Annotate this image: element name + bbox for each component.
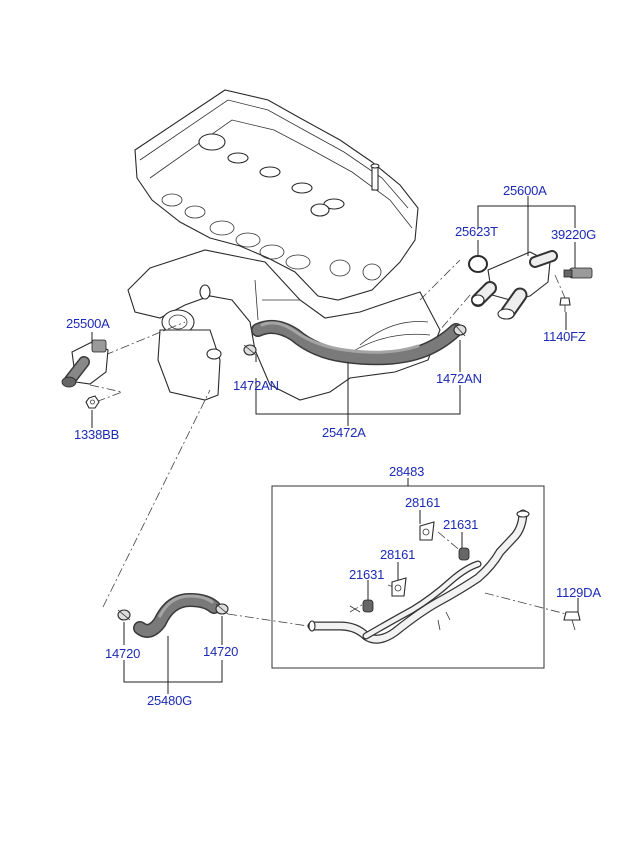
label-25623T: 25623T (455, 224, 498, 239)
label-25480G: 25480G (147, 693, 193, 708)
label-28483: 28483 (389, 464, 425, 479)
label-1129DA: 1129DA (556, 585, 601, 600)
label-1140FZ: 1140FZ (543, 329, 586, 344)
lower-hose-25480G (117, 593, 229, 638)
label-28161-upper: 28161 (405, 495, 441, 510)
label-21631-lower: 21631 (349, 567, 385, 582)
label-14720-left: 14720 (105, 646, 141, 661)
label-21631-upper: 21631 (443, 517, 479, 532)
thermostat-housing-25500A (61, 339, 109, 409)
label-39220G: 39220G (551, 227, 597, 242)
label-14720-right: 14720 (203, 644, 239, 659)
label-25472A: 25472A (322, 425, 366, 440)
kit-box-28483 (271, 485, 545, 669)
connection-lines (89, 259, 567, 627)
label-1338BB: 1338BB (74, 427, 120, 442)
water-outlet-25600A (468, 250, 593, 320)
label-25600A: 25600A (503, 183, 547, 198)
label-28161-lower: 28161 (380, 547, 416, 562)
coolant-pipe-28483 (307, 509, 581, 644)
label-1472AN-right: 1472AN (436, 371, 482, 386)
label-1472AN-left: 1472AN (233, 378, 279, 393)
upper-hose-25472A (243, 319, 467, 366)
leader-lines (91, 196, 579, 694)
label-25500A: 25500A (66, 316, 110, 331)
